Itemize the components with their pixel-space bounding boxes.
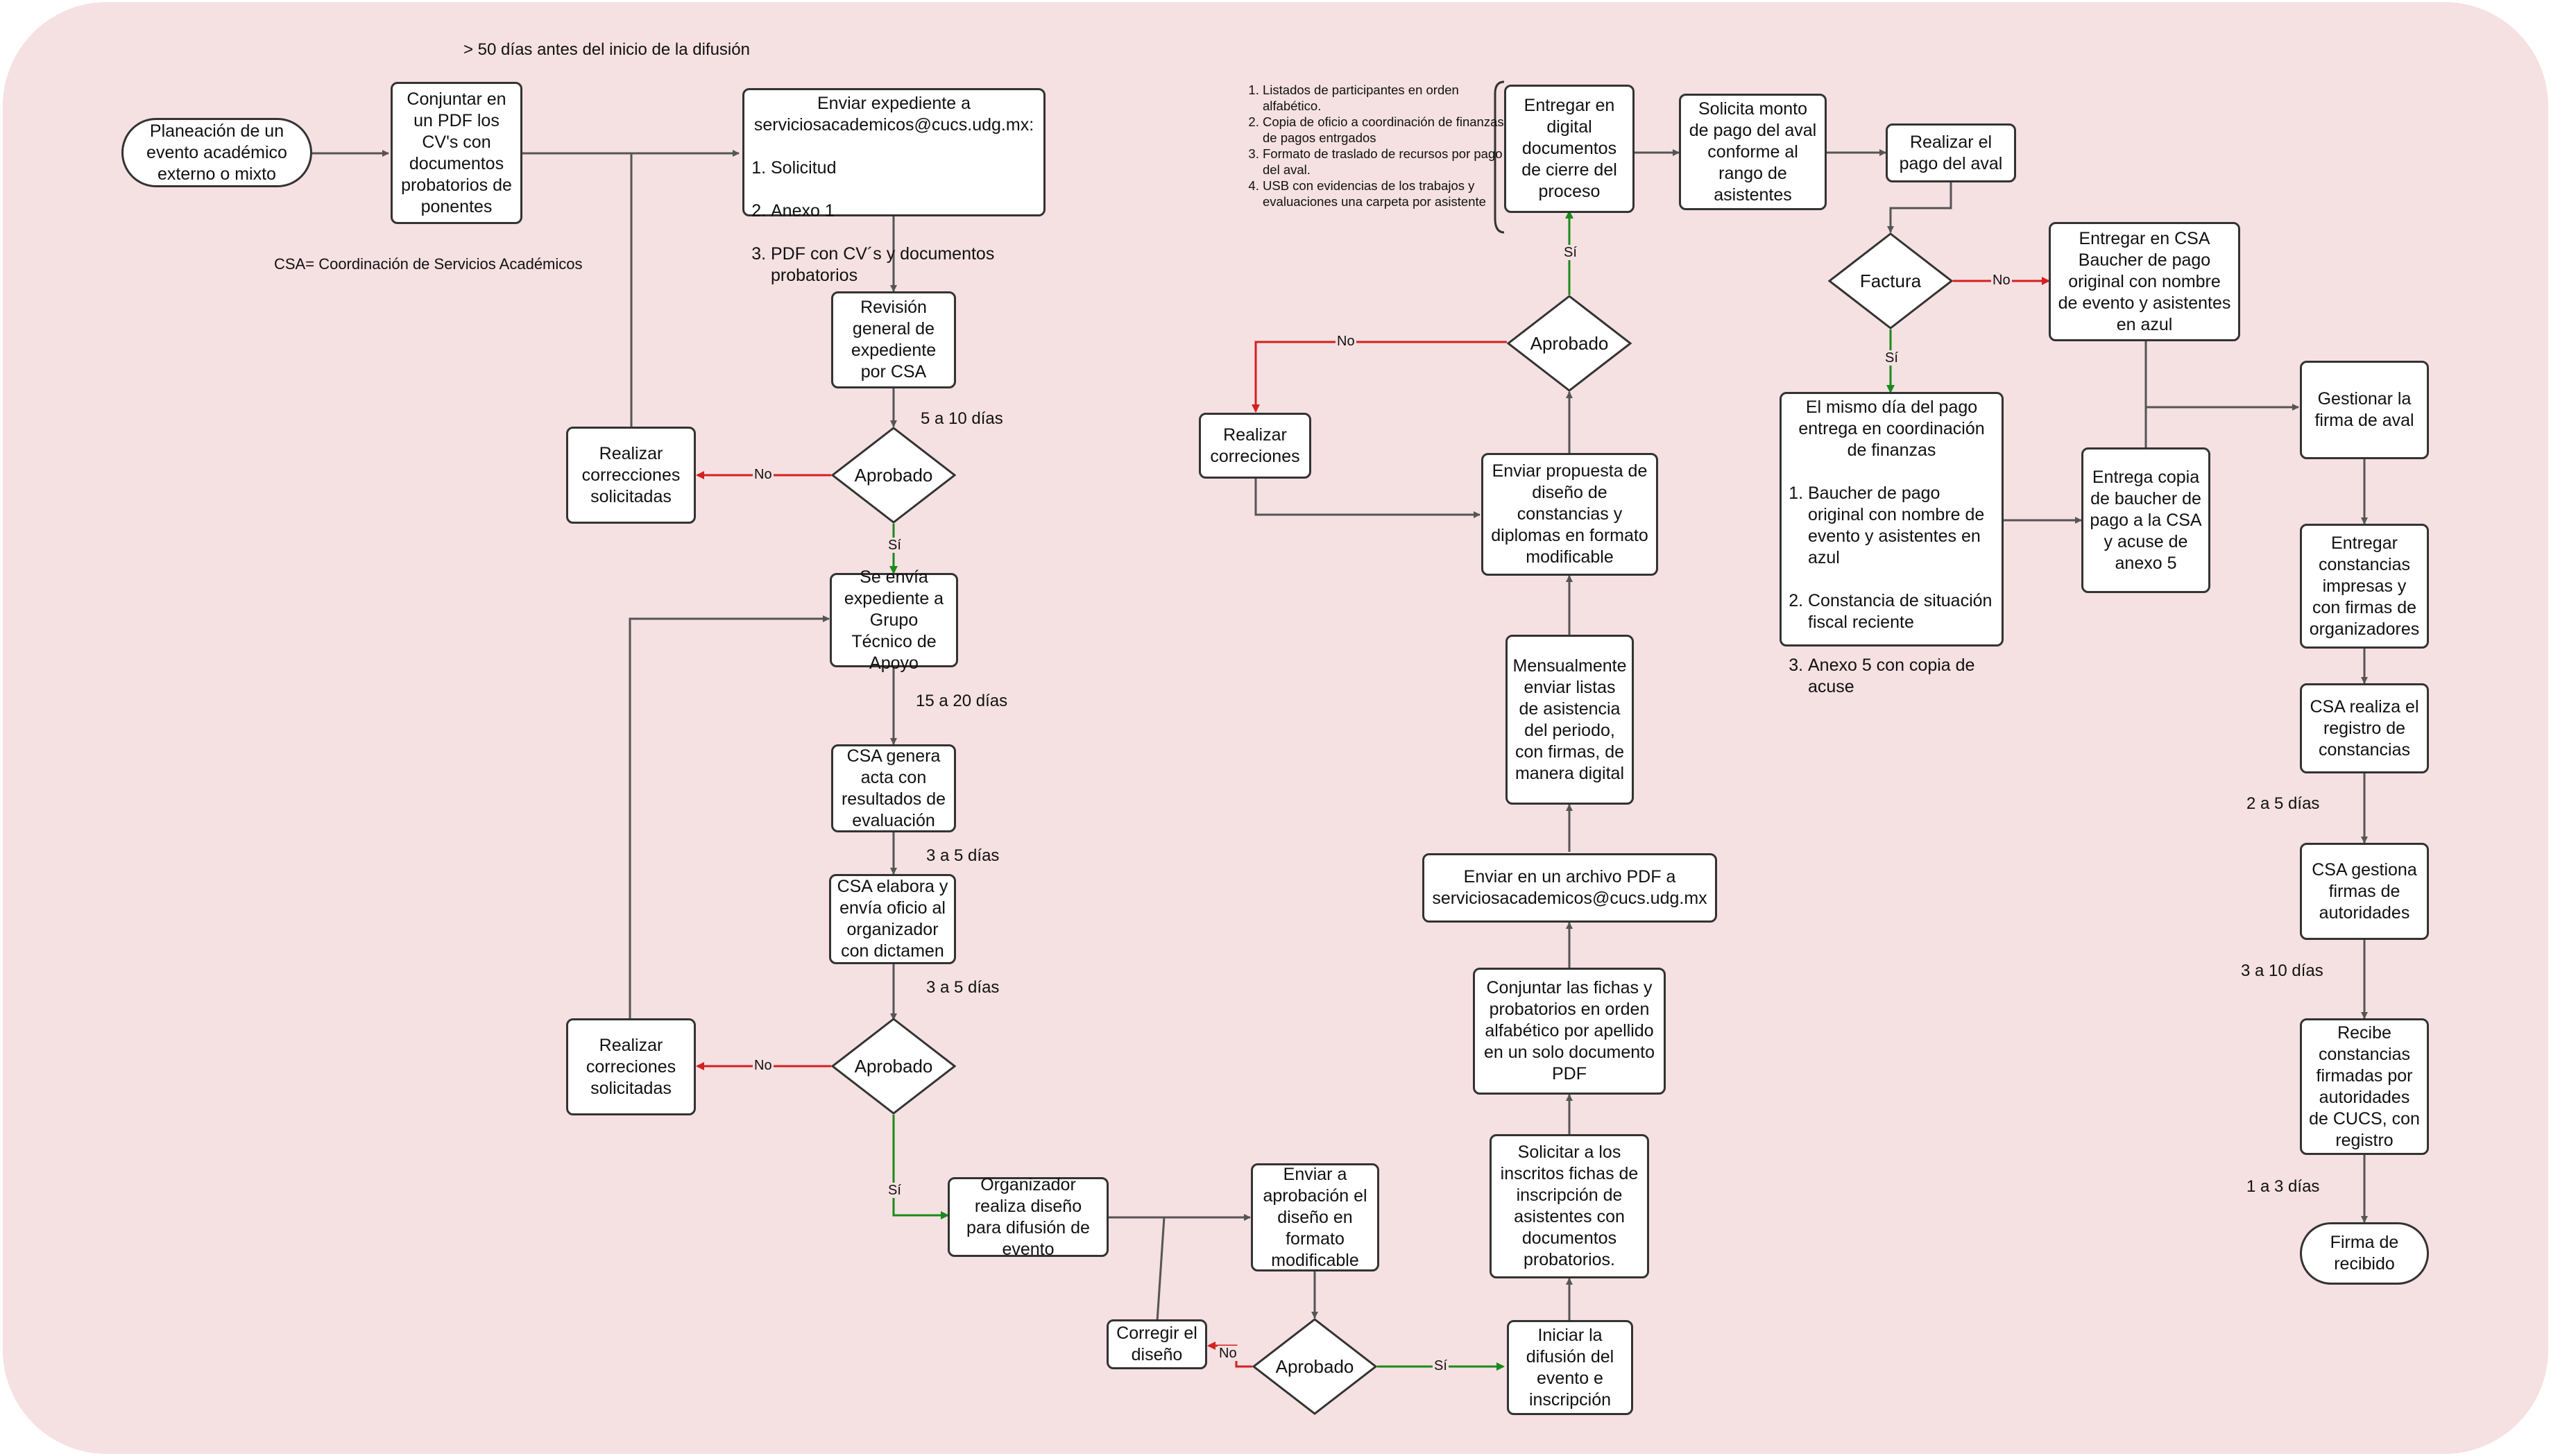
node-planeacion: Planeación de un evento académico extern… — [121, 118, 312, 187]
decision-aprobado-4: Aprobado — [1507, 295, 1632, 392]
list-item: Listados de participantes en orden alfab… — [1263, 82, 1509, 114]
node-corr-solicitadas-2: Realizar correciones solicitadas — [566, 1018, 696, 1115]
node-se-envia-grupo: Se envía expediente a Grupo Técnico de A… — [830, 567, 958, 673]
label-no-aprobado-4: No — [1336, 334, 1356, 349]
node-firma-recibido: Firma de recibido — [2300, 1222, 2429, 1285]
mismo-dia-list: Baucher de pago original con nombre de e… — [1787, 461, 1996, 719]
list-item: Constancia de situación fiscal reciente — [1808, 590, 1996, 633]
node-corr-solicitadas-1: Realizar correcciones solicitadas — [566, 427, 696, 524]
edge-pago-factura — [1887, 182, 1952, 233]
label-no-factura: No — [1991, 273, 2012, 288]
edge-corregir-return — [1156, 1217, 1166, 1322]
label-si-aprobado-3: Sí — [1433, 1358, 1449, 1373]
diamond-shape — [831, 427, 956, 524]
decision-label: Aprobado — [1530, 332, 1609, 354]
node-mismo-dia: El mismo día del pago entrega en coordin… — [1780, 392, 2004, 696]
duration-3-5-a: 3 a 5 días — [926, 846, 1000, 865]
duration-1-3: 1 a 3 días — [2246, 1177, 2320, 1196]
cierre-docs-list: Listados de participantes en orden alfab… — [1242, 82, 1509, 209]
node-iniciar-difusion: Iniciar la difusión del evento e inscrip… — [1507, 1320, 1633, 1415]
mismo-dia-title: El mismo día del pago entrega en coordin… — [1798, 397, 1985, 460]
decision-aprobado-1: Aprobado — [831, 427, 956, 524]
list-item: Baucher de pago original con nombre de e… — [1808, 483, 1996, 569]
edge-corr3-return — [1254, 479, 1481, 518]
node-enviar-pdf: Enviar en un archivo PDF a serviciosacad… — [1422, 853, 1717, 923]
node-conjuntar-cv: Conjuntar en un PDF los CV's con documen… — [391, 82, 522, 224]
node-enviar-propuesta: Enviar propuesta de diseño de constancia… — [1481, 453, 1658, 576]
list-item: Anexo 5 con copia de acuse — [1808, 655, 1996, 698]
node-entregar-csa-baucher: Entregar en CSA Baucher de pago original… — [2049, 222, 2240, 341]
decision-label: Aprobado — [854, 464, 933, 486]
duration-3-10: 3 a 10 días — [2241, 961, 2323, 980]
node-mensualmente: Mensualmente enviar listas de asistencia… — [1505, 635, 1634, 805]
node-entregar-digital: Entregar en digital documentos de cierre… — [1504, 85, 1635, 213]
node-csa-genera-acta: CSA genera acta con resultados de evalua… — [831, 744, 956, 832]
decision-label: Aprobado — [1275, 1355, 1354, 1377]
node-csa-gestiona: CSA gestiona firmas de autoridades — [2300, 843, 2429, 940]
list-item: PDF con CV´s y documentos probatorios — [771, 243, 1038, 286]
node-solicitar-fichas: Solicitar a los inscritos fichas de insc… — [1490, 1134, 1649, 1278]
list-item: Anexo 1 — [771, 200, 1038, 222]
node-entrega-copia: Entrega copia de baucher de pago a la CS… — [2081, 447, 2210, 593]
duration-15-20: 15 a 20 días — [916, 692, 1008, 710]
node-realizar-pago: Realizar el pago del aval — [1886, 123, 2016, 182]
label-si-aprobado-2: Sí — [887, 1183, 903, 1198]
list-item: Solicitud — [771, 157, 1038, 179]
label-si-aprobado-4: Sí — [1562, 245, 1578, 260]
duration-3-5-b: 3 a 5 días — [926, 978, 1000, 997]
node-recibe-constancias: Recibe constancias firmadas por autorida… — [2300, 1018, 2429, 1155]
node-corregir-diseno: Corregir el diseño — [1107, 1319, 1207, 1369]
node-revision-general: Revisión general de expediente por CSA — [831, 291, 956, 388]
edge-corr2-return — [629, 615, 830, 1020]
node-entregar-constancias: Entregar constancias impresas y con firm… — [2300, 524, 2429, 649]
label-no-aprobado-1: No — [753, 467, 774, 482]
node-csa-elabora-oficio: CSA elabora y envía oficio al organizado… — [829, 874, 956, 964]
edge-no-aprobado4 — [1252, 341, 1507, 413]
timing-note-top: > 50 días antes del inicio de la difusió… — [463, 40, 750, 59]
decision-factura: Factura — [1828, 232, 1953, 329]
label-no-aprobado-3: No — [1218, 1346, 1238, 1361]
diamond-shape — [831, 1018, 956, 1115]
edge-baucher-gestionar — [2144, 341, 2299, 411]
node-enviar-aprobacion: Enviar a aprobación el diseño en formato… — [1251, 1163, 1379, 1271]
enviar-expediente-title: Enviar expediente a serviciosacademicos@… — [753, 94, 1034, 135]
list-item: USB con evidencias de los trabajos y eva… — [1263, 178, 1509, 209]
decision-label: Aprobado — [854, 1055, 933, 1077]
label-si-factura: Sí — [1884, 350, 1900, 366]
csa-legend: CSA= Coordinación de Servicios Académico… — [274, 255, 583, 273]
label-no-aprobado-2: No — [753, 1058, 774, 1073]
duration-5-10: 5 a 10 días — [921, 409, 1003, 428]
node-enviar-expediente: Enviar expediente a serviciosacademicos@… — [742, 88, 1046, 285]
cierre-docs-brace — [1494, 80, 1505, 234]
diamond-shape — [1507, 295, 1632, 392]
edge-si-aprobado2 — [892, 1115, 949, 1219]
decision-aprobado-3: Aprobado — [1252, 1318, 1377, 1415]
diamond-shape — [1252, 1318, 1377, 1415]
diamond-shape — [1828, 232, 1953, 329]
node-organizador-realiza: Organizador realiza diseño para difusión… — [948, 1175, 1109, 1259]
decision-label: Factura — [1859, 270, 1922, 291]
duration-2-5: 2 a 5 días — [2246, 794, 2320, 813]
list-item: Copia de oficio a coordinación de finanz… — [1263, 114, 1509, 146]
enviar-expediente-list: Solicitud Anexo 1 PDF con CV´s y documen… — [750, 136, 1038, 308]
list-item: Formato de traslado de recursos por pago… — [1263, 146, 1509, 178]
node-realizar-correciones-3: Realizar correciones — [1199, 413, 1311, 479]
node-solicita-monto: Solicita monto de pago del aval conforme… — [1679, 94, 1827, 210]
label-si-aprobado-1: Sí — [887, 538, 903, 553]
node-csa-registro: CSA realiza el registro de constancias — [2300, 683, 2429, 773]
decision-aprobado-2: Aprobado — [831, 1018, 956, 1115]
node-gestionar-firma: Gestionar la firma de aval — [2300, 361, 2429, 459]
node-conjuntar-fichas: Conjuntar las fichas y probatorios en or… — [1473, 968, 1666, 1095]
